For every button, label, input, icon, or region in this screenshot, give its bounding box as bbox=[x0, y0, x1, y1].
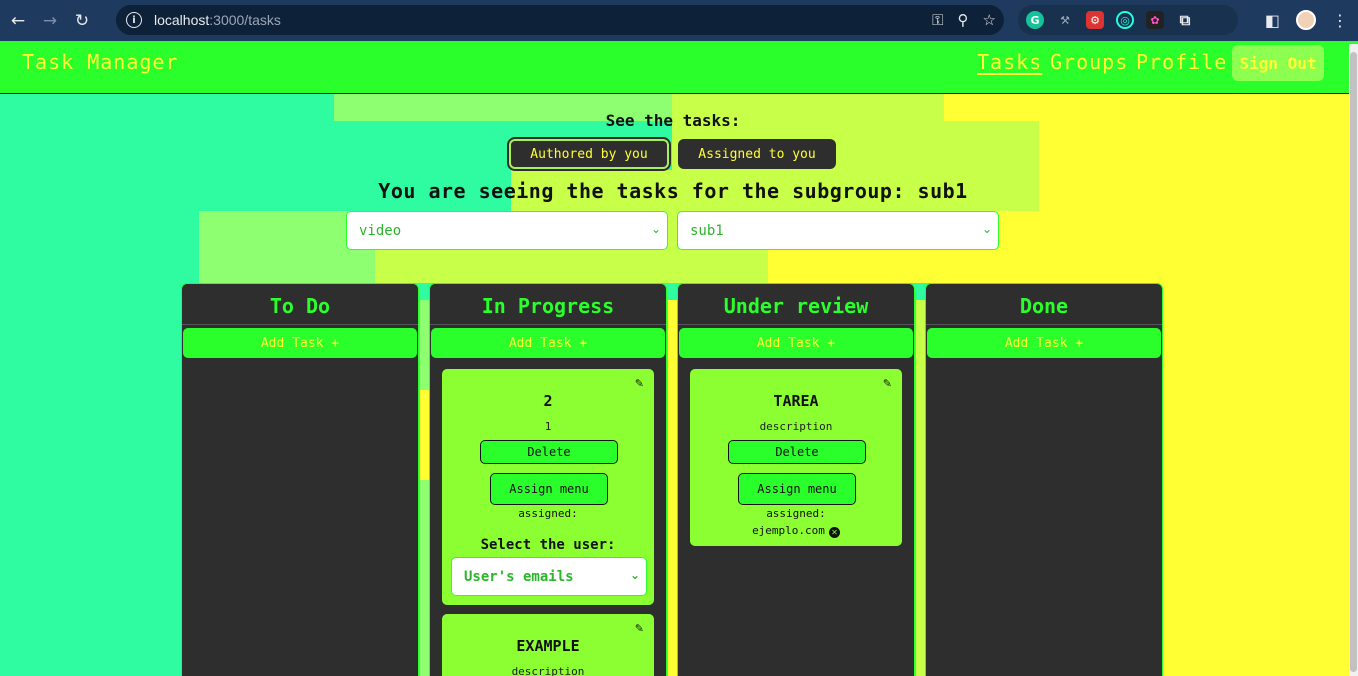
chevron-down-icon: ⌄ bbox=[650, 222, 661, 236]
add-task-button[interactable]: Add Task + bbox=[431, 328, 665, 358]
extension-red-icon[interactable]: ⚙ bbox=[1086, 11, 1104, 29]
group-select-value: video bbox=[359, 222, 402, 239]
assigned-label: assigned: bbox=[518, 507, 578, 520]
scrollbar-thumb[interactable] bbox=[1350, 52, 1357, 672]
bg-block bbox=[420, 300, 430, 676]
nav-tasks[interactable]: Tasks bbox=[977, 50, 1043, 74]
browser-toolbar: ← → ↻ i localhost:3000/tasks ⚿ ⚲ ☆ G ⚒ ⚙… bbox=[0, 0, 1358, 41]
add-task-button[interactable]: Add Task + bbox=[927, 328, 1161, 358]
extensions-area: G ⚒ ⚙ ◎ ✿ ⧉ bbox=[1018, 5, 1238, 35]
authored-by-you-button[interactable]: Authored by you bbox=[509, 139, 669, 169]
pencil-icon[interactable]: ✎ bbox=[882, 377, 892, 390]
divider bbox=[678, 324, 914, 325]
task-title: 2 bbox=[543, 392, 553, 410]
target-icon[interactable]: ◎ bbox=[1116, 11, 1134, 29]
column-todo: To Do Add Task + bbox=[181, 283, 419, 676]
address-bar[interactable]: i localhost:3000/tasks ⚿ ⚲ ☆ bbox=[116, 5, 1004, 35]
column-under-review: Under review Add Task + ✎ TAREA descript… bbox=[677, 283, 915, 676]
app-navbar: Task Manager Tasks Groups Profile Sign O… bbox=[0, 41, 1358, 94]
chevron-down-icon: ⌄ bbox=[981, 222, 992, 236]
tool-icon[interactable]: ⚒ bbox=[1060, 13, 1070, 27]
page-scrollbar[interactable] bbox=[1349, 44, 1358, 676]
brand-title[interactable]: Task Manager bbox=[22, 50, 179, 74]
nav-profile[interactable]: Profile bbox=[1136, 50, 1228, 74]
back-icon[interactable]: ← bbox=[10, 10, 26, 31]
avatar[interactable] bbox=[1296, 10, 1316, 30]
pencil-icon[interactable]: ✎ bbox=[634, 377, 644, 390]
assign-menu-button[interactable]: Assign menu bbox=[490, 473, 608, 505]
column-done: Done Add Task + bbox=[925, 283, 1163, 676]
subgroup-select-value: sub1 bbox=[690, 222, 724, 239]
add-task-button[interactable]: Add Task + bbox=[183, 328, 417, 358]
assigned-label: assigned: bbox=[766, 507, 826, 520]
extension-colorful-icon[interactable]: ✿ bbox=[1146, 11, 1164, 29]
puzzle-icon[interactable]: ⧉ bbox=[1179, 11, 1191, 29]
user-email-select[interactable]: User's emails ⌄ bbox=[451, 557, 647, 596]
column-title: Under review bbox=[723, 294, 869, 318]
task-description: description bbox=[511, 665, 585, 676]
delete-button[interactable]: Delete bbox=[728, 440, 866, 464]
side-panel-icon[interactable]: ◧ bbox=[1264, 10, 1280, 30]
forward-icon[interactable]: → bbox=[42, 10, 58, 31]
delete-button[interactable]: Delete bbox=[480, 440, 618, 464]
assign-menu-button[interactable]: Assign menu bbox=[738, 473, 856, 505]
task-description: 1 bbox=[544, 420, 552, 433]
bg-block bbox=[199, 211, 375, 283]
bg-block bbox=[672, 94, 944, 121]
divider bbox=[926, 324, 1162, 325]
column-title: Done bbox=[1019, 294, 1069, 318]
column-title: To Do bbox=[269, 294, 331, 318]
magnifier-icon[interactable]: ⚲ bbox=[957, 11, 969, 29]
pencil-icon[interactable]: ✎ bbox=[634, 622, 644, 635]
column-in-progress: In Progress Add Task + ✎ 2 1 Delete Assi… bbox=[429, 283, 667, 676]
bg-block bbox=[420, 390, 430, 480]
column-title: In Progress bbox=[481, 294, 615, 318]
divider bbox=[182, 324, 418, 325]
task-card: ✎ TAREA description Delete Assign menu a… bbox=[690, 369, 902, 546]
bg-block bbox=[1164, 283, 1349, 676]
sign-out-button[interactable]: Sign Out bbox=[1232, 45, 1324, 81]
task-card: ✎ EXAMPLE description bbox=[442, 614, 654, 676]
user-email-select-value: User's emails bbox=[464, 568, 574, 585]
bg-block bbox=[916, 300, 926, 676]
grammarly-icon[interactable]: G bbox=[1026, 11, 1044, 29]
url-text[interactable]: localhost:3000/tasks bbox=[154, 12, 281, 28]
subgroup-heading: You are seeing the tasks for the subgrou… bbox=[378, 179, 968, 203]
divider bbox=[430, 324, 666, 325]
task-card: ✎ 2 1 Delete Assign menu assigned: Selec… bbox=[442, 369, 654, 605]
bg-block bbox=[668, 300, 678, 676]
chevron-down-icon: ⌄ bbox=[629, 568, 640, 582]
group-select[interactable]: video ⌄ bbox=[346, 211, 668, 250]
task-title: TAREA bbox=[773, 392, 819, 410]
assignee-email: ejemplo.com bbox=[752, 524, 825, 537]
assignee-entry: ejemplo.com✕ bbox=[690, 524, 902, 538]
bg-block bbox=[511, 170, 673, 211]
subgroup-select[interactable]: sub1 ⌄ bbox=[677, 211, 999, 250]
reload-icon[interactable]: ↻ bbox=[74, 10, 90, 31]
kebab-menu-icon[interactable]: ⋮ bbox=[1332, 10, 1348, 30]
nav-groups[interactable]: Groups bbox=[1050, 50, 1129, 74]
select-user-label: Select the user: bbox=[480, 537, 616, 553]
bg-block bbox=[334, 94, 672, 121]
add-task-button[interactable]: Add Task + bbox=[679, 328, 913, 358]
see-tasks-label: See the tasks: bbox=[605, 111, 741, 130]
task-title: EXAMPLE bbox=[516, 637, 580, 655]
remove-assignee-icon[interactable]: ✕ bbox=[828, 527, 840, 538]
task-description: description bbox=[759, 420, 833, 433]
star-icon[interactable]: ☆ bbox=[982, 11, 996, 29]
assigned-to-you-button[interactable]: Assigned to you bbox=[678, 139, 836, 169]
info-icon[interactable]: i bbox=[126, 12, 142, 28]
key-icon[interactable]: ⚿ bbox=[932, 11, 944, 29]
bg-block bbox=[768, 250, 943, 283]
